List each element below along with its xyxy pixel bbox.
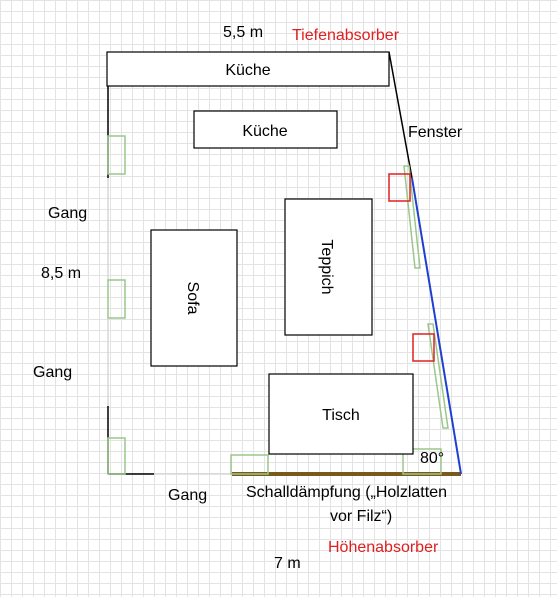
passage-bottom-label: Gang [168,487,207,504]
kitchen-island [193,110,338,149]
side-length-label: 8,5 m [41,265,81,282]
kitchen-island-label: Küche [242,123,287,140]
table-label: Tisch [322,407,360,424]
bottom-width-label: 7 m [274,555,301,572]
high-absorber-label: Höhenabsorber [328,539,439,556]
absorber-panel-window-top [403,165,421,269]
sofa-label: Sofa [184,282,201,315]
absorber-panel-bottom-right [402,448,442,475]
window-wall [411,177,462,475]
passage-upper-label: Gang [48,205,87,222]
carpet-label: Teppich [318,239,335,294]
damping-label-line1: Schalldämpfung („Holzlatten [246,484,447,501]
deep-absorber-top [388,173,411,202]
table [268,373,414,455]
absorber-panel-window-bottom [427,323,449,429]
window-label: Fenster [408,124,463,141]
absorber-panel-bottom-left [230,454,269,475]
damping-label-line2: vor Filz“) [330,508,392,525]
kitchen-counter-label: Küche [225,62,270,79]
deep-absorber-label: Tiefenabsorber [292,27,400,44]
window-wall-dark [388,51,413,179]
top-width-label: 5,5 m [223,24,263,41]
carpet [284,198,373,336]
passage-lower-label: Gang [33,364,72,381]
kitchen-counter [106,51,390,87]
absorber-panel-left-bottom [107,437,126,475]
angle-label: 80° [420,450,444,467]
absorber-panel-left-middle [107,279,126,319]
absorber-panel-left-top [107,135,126,175]
sofa [150,229,238,367]
deep-absorber-bottom [412,333,435,362]
